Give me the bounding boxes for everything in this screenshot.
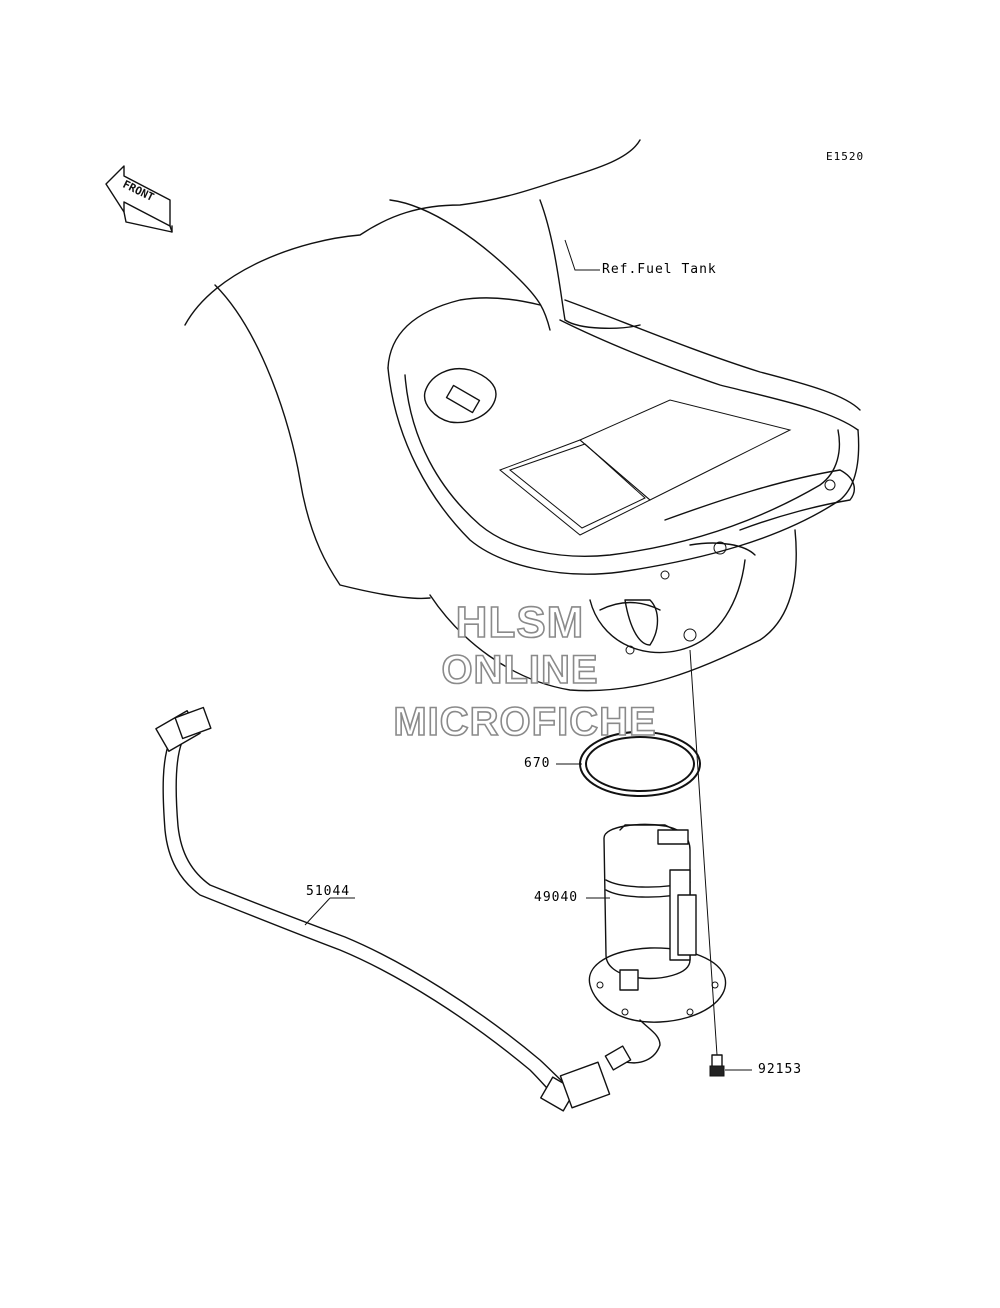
fuel-pump-49040[interactable] — [588, 823, 727, 1071]
fuel-tank-drawing — [184, 139, 861, 692]
part-number-670[interactable]: 670 — [524, 756, 551, 771]
ref-fuel-tank-label[interactable]: Ref.Fuel Tank — [602, 262, 717, 277]
part-number-92153[interactable]: 92153 — [758, 1062, 803, 1077]
front-arrow-icon: FRONT — [105, 165, 173, 233]
diagram-code: E1520 — [826, 150, 865, 163]
leader-lines — [304, 239, 752, 1071]
part-number-49040[interactable]: 49040 — [534, 890, 579, 905]
watermark-line2: ONLINE — [441, 647, 599, 693]
bolt-92153[interactable] — [709, 1054, 725, 1077]
watermark-line3: MICROFICHE — [393, 699, 657, 745]
part-number-51044[interactable]: 51044 — [306, 884, 351, 899]
fuel-hose-51044[interactable] — [155, 706, 611, 1112]
watermark-line1: HLSM — [455, 597, 585, 648]
